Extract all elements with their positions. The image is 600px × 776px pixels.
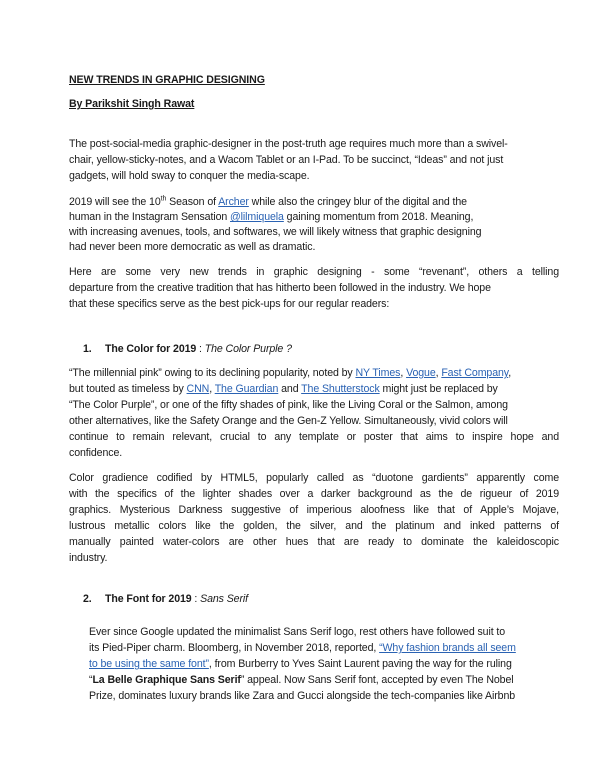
section-1-paragraph-2-line-6: industry. — [69, 552, 108, 564]
section-2-paragraph-1-line-4: “La Belle Graphique Sans Serif” appeal. … — [89, 673, 514, 687]
section-2-title: The Font for 2019 — [105, 593, 192, 605]
text: Here are some very new trends in graphic… — [69, 266, 559, 278]
vogue-link[interactable]: Vogue — [406, 367, 436, 379]
intro-paragraph-2-line-3: with increasing avenues, tools, and soft… — [69, 226, 482, 238]
intro-paragraph-2-line-1: 2019 will see the 10th Season of Archer … — [69, 195, 467, 209]
bloomberg-article-link-continued[interactable]: to be using the same font” — [89, 658, 209, 670]
text: but touted as timeless by — [69, 383, 187, 395]
text: Season of — [166, 196, 219, 208]
text: with the specifics of the lighter shades… — [69, 488, 559, 500]
separator: : — [191, 593, 201, 605]
text: “The millennial pink” owing to its decli… — [69, 367, 356, 379]
section-1-paragraph-2-line-3: graphics. Mysterious Darkness suggestive… — [69, 503, 559, 517]
section-1-paragraph-2-line-4: lustrous metallic colors like the golden… — [69, 519, 559, 533]
text: while also the cringey blur of the digit… — [248, 196, 467, 208]
intro-paragraph-2-line-2: human in the Instagram Sensation @lilmiq… — [69, 210, 473, 224]
intro-paragraph-3-line-3: that these specifics serve as the best p… — [69, 298, 390, 310]
intro-paragraph-3-line-2: departure from the creative tradition th… — [69, 282, 491, 294]
text: human in the Instagram Sensation — [69, 211, 231, 223]
ny-times-link[interactable]: NY Times — [355, 367, 401, 379]
section-2-paragraph-1-line-1: Ever since Google updated the minimalist… — [89, 626, 506, 638]
the-shutterstock-link[interactable]: The Shutterstock — [301, 383, 380, 395]
superscript: th — [160, 195, 167, 203]
section-2-heading: 2. The Font for 2019 : Sans Serif — [83, 592, 248, 606]
text: its Pied-Piper charm. Bloomberg, in Nove… — [89, 642, 380, 654]
text: , from Burberry to Yves Saint Laurent pa… — [208, 658, 512, 670]
text: lustrous metallic colors like the golden… — [69, 520, 559, 532]
section-1-heading: 1. The Color for 2019 : The Color Purple … — [83, 342, 292, 356]
section-1-paragraph-1-line-2: but touted as timeless by CNN, The Guard… — [69, 383, 498, 395]
text: manually painted water-colors are other … — [69, 536, 559, 548]
text: Color gradience codified by HTML5, popul… — [69, 472, 559, 484]
section-2-paragraph-1-line-3: to be using the same font”, from Burberr… — [89, 657, 512, 671]
fast-company-link[interactable]: Fast Company — [441, 367, 509, 379]
text: graphics. Mysterious Darkness suggestive… — [69, 504, 559, 516]
text: 2019 will see the 10 — [69, 196, 161, 208]
section-1-number: 1. — [83, 343, 92, 355]
byline: By Parikshit Singh Rawat — [69, 98, 195, 110]
cnn-link[interactable]: CNN — [186, 383, 210, 395]
section-2-number: 2. — [83, 593, 92, 605]
text: and — [278, 383, 302, 395]
intro-paragraph-1-line-3: gadgets, will hold sway to conquer the m… — [69, 170, 310, 182]
the-guardian-link[interactable]: The Guardian — [214, 383, 279, 395]
archer-link[interactable]: Archer — [218, 196, 249, 208]
section-1-title: The Color for 2019 — [105, 343, 197, 355]
section-1-paragraph-1-line-6: confidence. — [69, 447, 123, 459]
section-1-paragraph-1-line-4: other alternatives, like the Safety Oran… — [69, 415, 508, 427]
bloomberg-article-link[interactable]: “Why fashion brands all seem — [379, 642, 516, 654]
section-2-paragraph-1-line-2: its Pied-Piper charm. Bloomberg, in Nove… — [89, 641, 516, 655]
section-1-paragraph-1-line-3: “The Color Purple”, or one of the fifty … — [69, 399, 508, 411]
bold-phrase: La Belle Graphique Sans Serif — [92, 674, 241, 686]
text: “ — [89, 674, 93, 686]
lilmiquela-link[interactable]: @lilmiquela — [230, 211, 284, 223]
intro-paragraph-3-line-1: Here are some very new trends in graphic… — [69, 265, 559, 279]
document-title: NEW TRENDS IN GRAPHIC DESIGNING — [69, 74, 265, 86]
intro-paragraph-2-line-4: had never been more democratic as well a… — [69, 241, 316, 253]
section-1-paragraph-1-line-5: continue to remain relevant, crucial to … — [69, 430, 559, 444]
intro-paragraph-1-line-1: The post-social-media graphic-designer i… — [69, 138, 508, 150]
separator: : — [196, 343, 205, 355]
section-1-paragraph-2-line-1: Color gradience codified by HTML5, popul… — [69, 471, 559, 485]
text: continue to remain relevant, crucial to … — [69, 431, 559, 443]
section-2-paragraph-1-line-5: Prize, dominates luxury brands like Zara… — [89, 690, 516, 702]
text: gaining momentum from 2018. Meaning, — [283, 211, 474, 223]
section-1-paragraph-2-line-5: manually painted water-colors are other … — [69, 535, 559, 549]
section-1-subtitle: The Color Purple ? — [204, 343, 292, 355]
text: might just be replaced by — [379, 383, 498, 395]
intro-paragraph-1-line-2: chair, yellow-sticky-notes, and a Wacom … — [69, 154, 504, 166]
section-2-subtitle: Sans Serif — [200, 593, 248, 605]
section-1-paragraph-2-line-2: with the specifics of the lighter shades… — [69, 487, 559, 501]
section-1-paragraph-1-line-1: “The millennial pink” owing to its decli… — [69, 367, 512, 379]
text: ” appeal. Now Sans Serif font, accepted … — [240, 674, 514, 686]
